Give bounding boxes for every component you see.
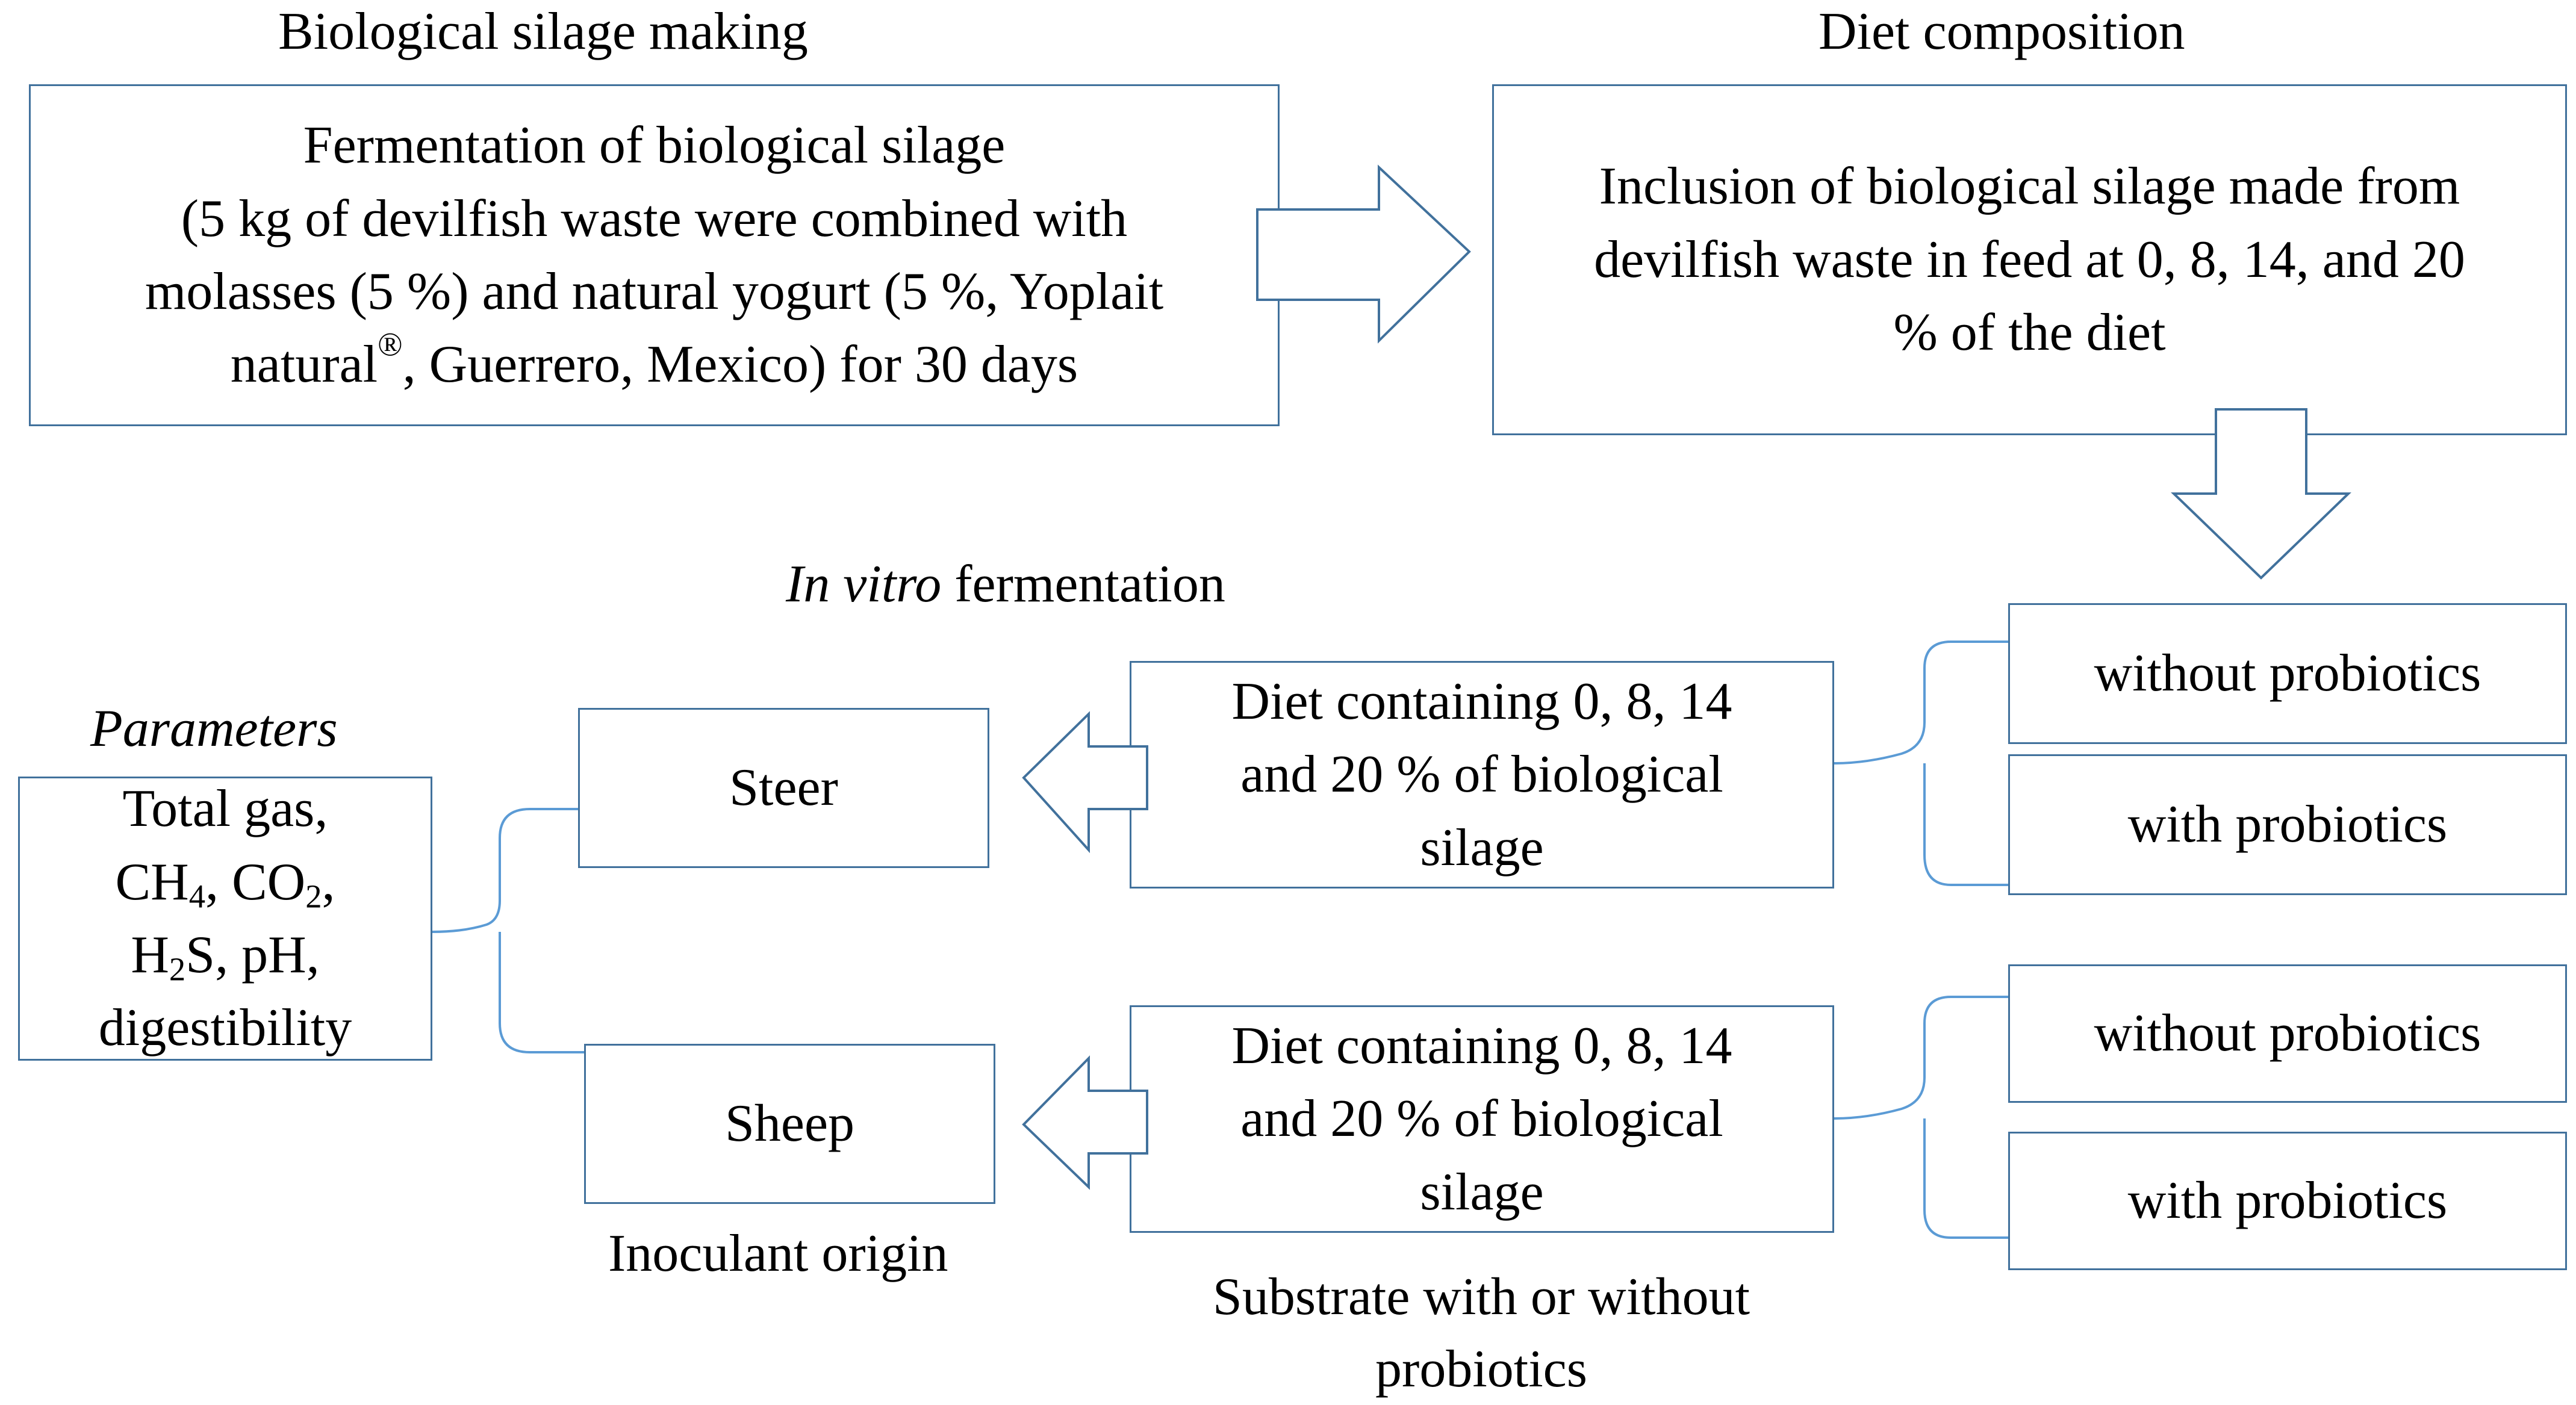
fermentation-line1: Fermentation of biological silage: [303, 116, 1006, 175]
substrate-line2: probiotics: [1375, 1339, 1587, 1398]
parameters-line2: CH4, CO2,: [115, 852, 335, 915]
diet-line1: Diet containing 0, 8, 14: [1231, 1016, 1732, 1075]
with-probiotics-label: with probiotics: [2127, 1171, 2448, 1230]
in-vitro-heading: In vitro fermentation: [786, 553, 1225, 616]
fermentation-line2: (5 kg of devilfish waste were combined w…: [181, 189, 1128, 248]
substrate-line1: Substrate with or without: [1212, 1268, 1750, 1326]
brace-parameters: [432, 808, 584, 1053]
with-probiotics-box-top: with probiotics: [2008, 754, 2567, 895]
diet-line3: silage: [1420, 1162, 1544, 1221]
parameters-box: Total gas, CH4, CO2, H2S, pH, digestibil…: [18, 777, 432, 1061]
left-arrow-steer: [1022, 711, 1148, 854]
without-probiotics-label: without probiotics: [2094, 1004, 2481, 1063]
inoculant-origin-label: Inoculant origin: [608, 1224, 948, 1283]
with-probiotics-box-bottom: with probiotics: [2008, 1132, 2567, 1270]
brace-top: [1834, 640, 2008, 886]
fermentation-line3: molasses (5 %) and natural yogurt (5 %, …: [145, 262, 1164, 321]
diet-line1: Diet containing 0, 8, 14: [1231, 672, 1732, 731]
sheep-label: Sheep: [724, 1094, 855, 1153]
diet-line2: and 20 % of biological: [1240, 1090, 1723, 1149]
fermentation-box: Fermentation of biological silage (5 kg …: [29, 84, 1280, 426]
parameters-line4: digestibility: [98, 999, 352, 1058]
registered-mark: ®: [378, 326, 403, 363]
parameters-line1: Total gas,: [122, 780, 328, 839]
without-probiotics-box-top: without probiotics: [2008, 603, 2567, 744]
diet-box-bottom: Diet containing 0, 8, 14 and 20 % of bio…: [1130, 1005, 1834, 1233]
diet-line3: silage: [1420, 818, 1544, 877]
brace-bottom: [1834, 996, 2008, 1239]
without-probiotics-label: without probiotics: [2094, 644, 2481, 703]
left-arrow-sheep: [1022, 1055, 1148, 1190]
right-arrow: [1256, 164, 1471, 344]
steer-label: Steer: [729, 758, 838, 817]
in-vitro-rest: fermentation: [941, 555, 1225, 613]
inclusion-box: Inclusion of biological silage made from…: [1492, 84, 2567, 435]
with-probiotics-label: with probiotics: [2127, 795, 2448, 854]
without-probiotics-box-bottom: without probiotics: [2008, 964, 2567, 1103]
parameters-heading: Parameters: [90, 699, 338, 758]
diet-composition-heading: Diet composition: [1818, 2, 2185, 61]
parameters-line3: H2S, pH,: [131, 926, 320, 988]
steer-box: Steer: [578, 708, 989, 868]
fermentation-line4: natural®, Guerrero, Mexico) for 30 days: [230, 326, 1078, 394]
diet-box-top: Diet containing 0, 8, 14 and 20 % of bio…: [1130, 661, 1834, 889]
inclusion-line3: % of the diet: [1893, 303, 2166, 362]
silage-making-heading: Biological silage making: [278, 2, 808, 61]
substrate-label: Substrate with or without probiotics: [1126, 1261, 1837, 1405]
inclusion-line1: Inclusion of biological silage made from: [1599, 157, 2460, 216]
down-arrow: [2171, 408, 2351, 580]
diet-line2: and 20 % of biological: [1240, 745, 1723, 804]
inclusion-line2: devilfish waste in feed at 0, 8, 14, and…: [1594, 230, 2465, 289]
in-vitro-italic: In vitro: [786, 555, 942, 613]
sheep-box: Sheep: [584, 1044, 995, 1204]
